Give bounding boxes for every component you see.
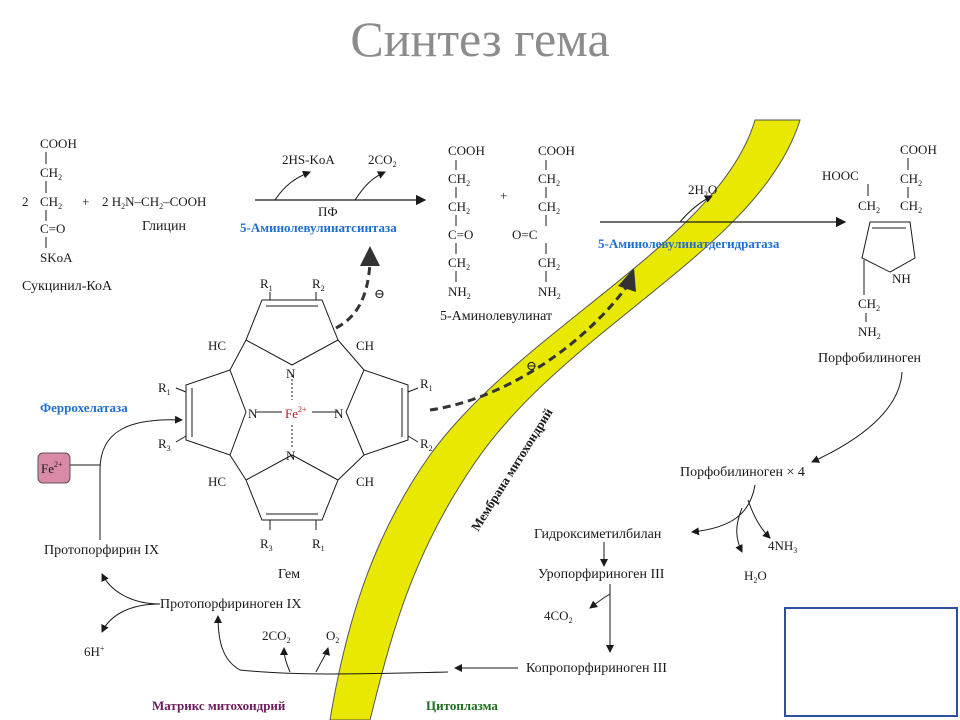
svg-text:CH2: CH2 — [538, 199, 560, 216]
svg-text:C=O: C=O — [448, 227, 473, 242]
fe-ion-label: Fe2+ — [41, 460, 63, 476]
svg-text:R2: R2 — [420, 436, 433, 453]
svg-text:HC: HC — [208, 338, 226, 353]
svg-text:R1: R1 — [158, 380, 171, 397]
glycine-formula: 2 H2N–CH2–COOH — [102, 194, 206, 211]
svg-text:CH2: CH2 — [900, 198, 922, 215]
svg-text:2: 2 — [22, 194, 29, 209]
svg-text:NH2: NH2 — [448, 284, 471, 301]
ala-label: 5-Аминолевулинат — [440, 309, 552, 324]
h2o-label: H2O — [744, 568, 767, 585]
svg-text:CH2: CH2 — [538, 171, 560, 188]
copro3-label: Копропорфириноген III — [526, 661, 667, 676]
plus-sign-ala: + — [500, 188, 507, 203]
svg-text:CH: CH — [356, 474, 374, 489]
svg-text:COOH: COOH — [40, 136, 77, 151]
ferrochelatase-label: Феррохелатаза — [40, 400, 128, 415]
svg-text:+: + — [82, 194, 89, 209]
svg-text:CH2: CH2 — [40, 194, 62, 211]
alas-enzyme-label: 5-Аминолевулинатсинтаза — [240, 220, 397, 235]
ala-structure-left: COOH CH2 CH2 C=O CH2 NH2 — [448, 143, 485, 301]
alad-enzyme-label: 5-Аминолевулинатдегидратаза — [598, 236, 780, 251]
hs-coa-label: 2HS-KoA — [282, 152, 335, 167]
svg-text:N: N — [248, 406, 258, 421]
svg-text:R1: R1 — [260, 276, 273, 293]
co2-2-matrix-label: 2CO2 — [262, 628, 291, 645]
svg-text:CH2: CH2 — [858, 296, 880, 313]
svg-text:N: N — [286, 448, 296, 463]
svg-text:O=C: O=C — [512, 227, 537, 242]
glycine-label: Глицин — [142, 219, 187, 234]
cytoplasm-label: Цитоплазма — [426, 698, 498, 713]
svg-text:SKoA: SKoA — [40, 250, 73, 265]
h2o-2-label: 2H2O — [688, 182, 717, 199]
svg-text:N: N — [286, 366, 296, 381]
uro3-label: Уропорфириноген III — [538, 567, 665, 582]
fe-ion-box — [37, 452, 71, 484]
svg-text:R3: R3 — [158, 436, 171, 453]
svg-text:R2: R2 — [312, 276, 325, 293]
svg-text:CH2: CH2 — [538, 255, 560, 272]
mitochondrial-membrane — [329, 119, 801, 720]
svg-text:R3: R3 — [260, 536, 273, 553]
svg-text:R1: R1 — [312, 536, 325, 553]
h6-label: 6H+ — [84, 644, 105, 659]
svg-text:CH2: CH2 — [40, 165, 62, 182]
svg-text:R1: R1 — [420, 376, 433, 393]
svg-text:NH2: NH2 — [538, 284, 561, 301]
ala-structure-right: COOH CH2 CH2 O=C CH2 NH2 — [512, 143, 575, 301]
svg-text:CH2: CH2 — [900, 171, 922, 188]
protogen9-label: Протопорфириноген IX — [160, 597, 301, 612]
matrix-label: Матрикс митохондрий — [152, 698, 286, 713]
svg-text:NH: NH — [892, 271, 911, 286]
svg-text:NH2: NH2 — [858, 324, 881, 341]
o2-label: O2 — [326, 628, 339, 645]
pbg-structure: COOH HOOC CH2 CH2 CH2 NH CH2 NH2 — [822, 142, 937, 341]
co2-label-alas: 2CO2 — [368, 152, 397, 169]
inhibition-symbol-alas: ⊖ — [374, 286, 385, 301]
svg-text:CH2: CH2 — [448, 255, 470, 272]
inhibition-symbol-alad: ⊖ — [526, 358, 537, 373]
svg-text:N: N — [334, 406, 344, 421]
succinyl-coa-structure: COOH CH2 2 CH2 C=O SKoA + — [22, 136, 89, 265]
co2-4-label: 4CO2 — [544, 608, 573, 625]
svg-text:CH2: CH2 — [448, 171, 470, 188]
svg-text:COOH: COOH — [900, 142, 937, 157]
svg-text:HOOC: HOOC — [822, 168, 859, 183]
svg-text:HC: HC — [208, 474, 226, 489]
blank-box — [784, 607, 958, 717]
heme-structure — [175, 292, 419, 530]
svg-text:COOH: COOH — [538, 143, 575, 158]
proto9-label: Протопорфирин IX — [44, 543, 159, 558]
svg-text:CH: CH — [356, 338, 374, 353]
pbg-x4-label: Порфобилиноген × 4 — [680, 465, 805, 480]
pbg-label: Порфобилиноген — [818, 351, 922, 366]
svg-text:CH2: CH2 — [448, 199, 470, 216]
pf-cofactor-label: ПФ — [318, 204, 338, 219]
nh3-label: 4NH3 — [768, 538, 797, 555]
svg-text:Fe2+: Fe2+ — [285, 405, 307, 421]
heme-labels: R1 R2 HC CH N R1 N Fe2+ N R1 R3 R2 N HC … — [158, 276, 433, 553]
inhibition-arrow-alad — [429, 284, 630, 412]
slide-title: Синтез гема — [350, 11, 610, 67]
svg-text:CH2: CH2 — [858, 198, 880, 215]
svg-text:C=O: C=O — [40, 221, 65, 236]
svg-text:COOH: COOH — [448, 143, 485, 158]
succinyl-coa-label: Сукцинил-КоА — [22, 279, 113, 294]
inhibition-arrow-alas — [335, 261, 372, 330]
heme-label: Гем — [278, 567, 300, 582]
hmb-label: Гидроксиметилбилан — [534, 527, 662, 542]
